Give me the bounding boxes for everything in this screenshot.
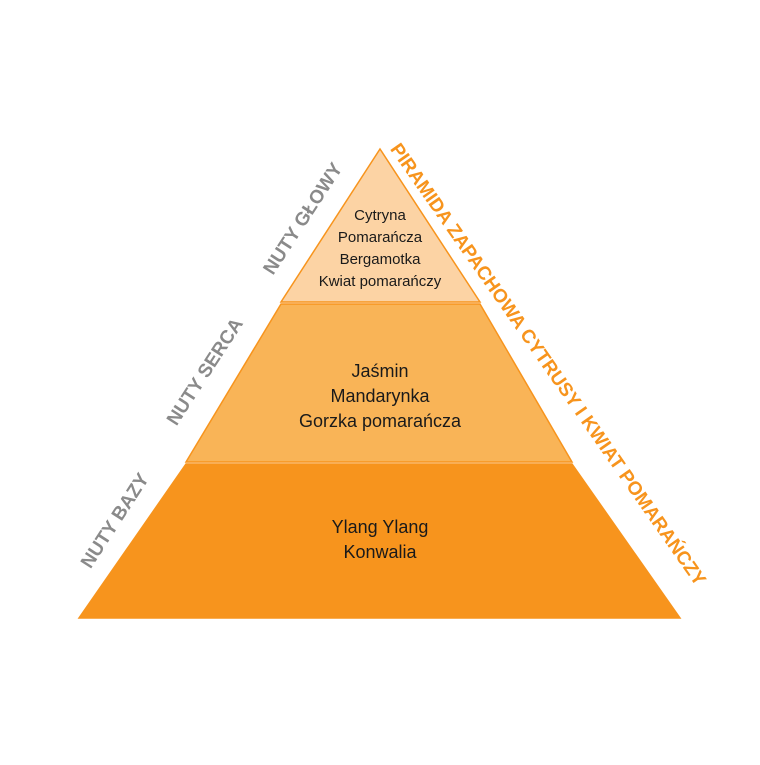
middle-note-2: Mandarynka <box>330 386 430 406</box>
top-note-1: Cytryna <box>354 207 406 224</box>
bottom-note-1: Ylang Ylang <box>332 517 429 537</box>
top-note-4: Kwiat pomarańczy <box>319 273 442 290</box>
tier-top-shape <box>279 147 482 303</box>
top-note-2: Pomarańcza <box>338 229 423 246</box>
tier-middle-shape <box>184 303 574 463</box>
tier-bottom-notes: Ylang Ylang Konwalia <box>332 517 429 562</box>
bottom-note-2: Konwalia <box>343 542 417 562</box>
tier-middle-notes: Jaśmin Mandarynka Gorzka pomarańcza <box>299 361 462 431</box>
middle-note-1: Jaśmin <box>351 361 408 381</box>
middle-note-3: Gorzka pomarańcza <box>299 411 462 431</box>
top-note-3: Bergamotka <box>340 251 422 268</box>
tier-top-notes: Cytryna Pomarańcza Bergamotka Kwiat poma… <box>319 207 442 290</box>
tier-bottom-shape <box>77 463 682 619</box>
